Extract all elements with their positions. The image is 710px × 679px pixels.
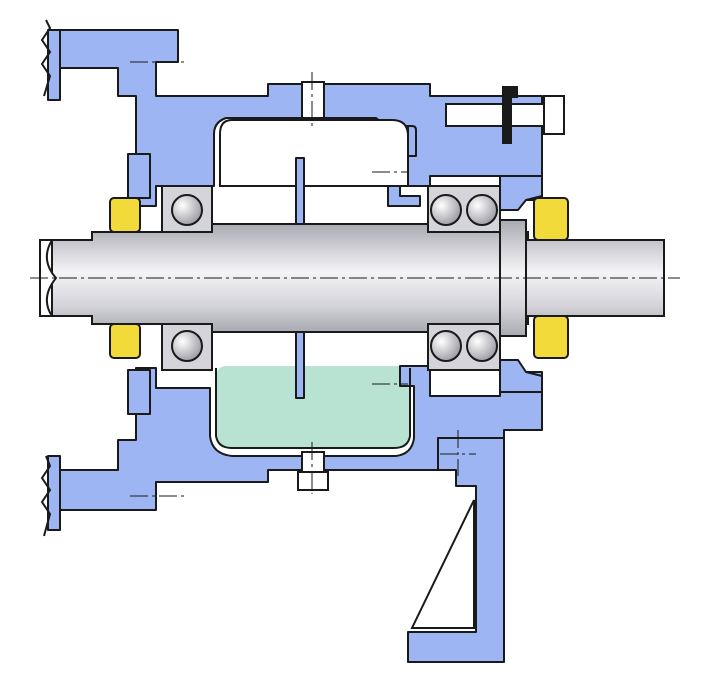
drain-plug-head xyxy=(297,471,329,491)
bottom-cavity xyxy=(215,368,411,449)
left-flange-top xyxy=(47,29,61,101)
ball-bearing-icon xyxy=(161,185,213,371)
top-cavity xyxy=(219,119,409,187)
oil-slinger-ring-bottom xyxy=(295,331,305,399)
bolt-nut xyxy=(512,86,518,98)
oil-filler-plug-icon xyxy=(301,81,325,119)
left-cap-top xyxy=(127,153,151,199)
housing-bottom xyxy=(57,365,543,511)
left-cap-bottom xyxy=(127,369,151,415)
oil-sump xyxy=(216,366,410,448)
hex-bolt-icon xyxy=(445,103,545,127)
break-line-bottom xyxy=(40,455,52,537)
lip-seal-icon xyxy=(109,197,141,359)
drain-plug-icon xyxy=(301,451,325,473)
right-bearing-pair xyxy=(427,185,501,371)
support-foot xyxy=(407,437,505,663)
bolt-head xyxy=(543,95,565,135)
centerlines xyxy=(30,61,680,497)
bolt-washer xyxy=(502,86,512,144)
break-line-top xyxy=(40,19,52,97)
right-cover-bottom xyxy=(499,359,543,393)
left-flange-bottom xyxy=(47,455,61,531)
right-seal xyxy=(533,197,569,359)
oil-slinger-ring-icon xyxy=(295,157,305,225)
foot-rib xyxy=(410,499,475,629)
